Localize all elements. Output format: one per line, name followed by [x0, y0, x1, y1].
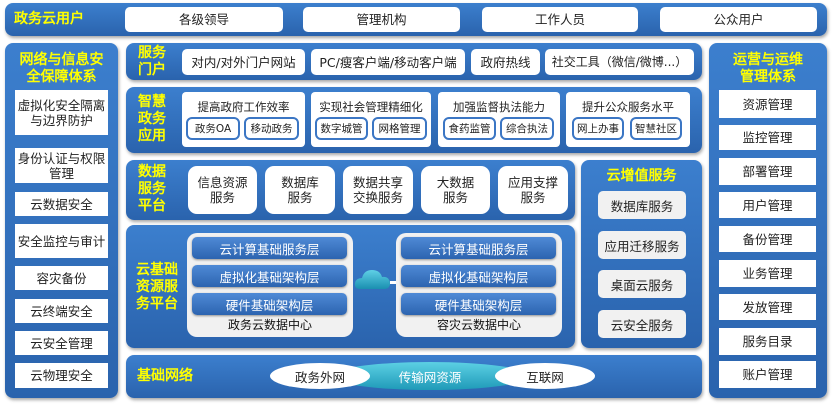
security-item: 云终端安全: [15, 299, 108, 323]
ops-item: 用户管理: [719, 192, 816, 218]
smart-group: 提高政府工作效率 政务OA 移动政务: [182, 92, 305, 147]
smart-gov-title: 智慧 政务 应用: [132, 94, 172, 145]
network-title: 基础网络: [137, 368, 193, 384]
data-title-line: 服务: [138, 181, 166, 197]
ops-item: 监控管理: [719, 125, 816, 150]
smart-title-line: 智慧: [138, 94, 166, 110]
layer-cloud-service: 云计算基础服务层: [401, 237, 556, 259]
dr-datacenter: 云计算基础服务层 虚拟化基础架构层 硬件基础架构层 容灾云数据中心: [396, 233, 562, 337]
datacenter-caption: 容灾云数据中心: [436, 318, 521, 332]
internet-cloud: 互联网: [495, 363, 595, 389]
smart-app: 网格管理: [372, 117, 427, 140]
gov-extranet-cloud: 政务外网: [270, 363, 370, 389]
portal-item: PC/瘦客户端/移动客户端: [311, 49, 465, 75]
value-added-item: 数据库服务: [598, 191, 686, 219]
value-added-item: 云安全服务: [598, 310, 686, 338]
value-added-title: 云增值服务: [606, 168, 677, 184]
value-added-item: 应用迁移服务: [598, 231, 686, 259]
ops-item: 服务目录: [719, 328, 816, 355]
infra-title-line: 资源服: [136, 279, 178, 295]
ops-item: 业务管理: [719, 260, 816, 287]
smart-group: 提升公众服务水平 网上办事 智慧社区: [566, 92, 690, 147]
data-title-line: 平台: [138, 198, 166, 214]
security-item: 安全监控与审计: [15, 224, 108, 258]
user-staff: 工作人员: [482, 7, 638, 32]
smart-app: 网上办事: [572, 117, 624, 140]
smart-app: 智慧社区: [630, 117, 682, 140]
users-title: 政务云用户: [14, 11, 84, 27]
smart-group-title: 提高政府工作效率: [197, 100, 290, 114]
ops-item: 部署管理: [719, 158, 816, 185]
smart-group-title: 提升公众服务水平: [582, 100, 674, 114]
security-item: 云安全管理: [15, 331, 108, 355]
layer-virtualization: 虚拟化基础架构层: [192, 265, 347, 287]
value-added-item: 桌面云服务: [598, 270, 686, 298]
smart-app: 数字城管: [315, 117, 368, 140]
ops-item: 资源管理: [719, 90, 816, 118]
data-service: 信息资源服务: [188, 166, 257, 214]
layer-cloud-service: 云计算基础服务层: [192, 237, 347, 259]
security-item: 云物理安全: [15, 363, 108, 388]
smart-app: 食药监管: [443, 117, 496, 140]
ops-title: 运营与运维 管理体系: [709, 52, 827, 86]
smart-group-title: 加强监督执法能力: [453, 100, 545, 114]
smart-title-line: 政务: [138, 111, 166, 127]
user-public: 公众用户: [660, 7, 817, 32]
smart-app: 移动政务: [244, 117, 299, 140]
security-title-line: 网络与信息安: [19, 52, 104, 68]
data-platform-title: 数据 服务 平台: [132, 164, 172, 215]
smart-group-title: 实现社会管理精细化: [319, 100, 423, 114]
smart-app: 政务OA: [186, 117, 240, 140]
infra-title: 云基础 资源服 务平台: [132, 262, 182, 313]
data-service: 大数据服务: [421, 166, 490, 214]
portal-title-line: 门户: [138, 62, 166, 78]
security-item: 身份认证与权限管理: [15, 148, 108, 183]
security-title: 网络与信息安 全保障体系: [5, 52, 118, 86]
smart-group: 实现社会管理精细化 数字城管 网格管理: [311, 92, 431, 147]
ops-title-line: 管理体系: [740, 69, 796, 85]
layer-hardware: 硬件基础架构层: [192, 293, 347, 315]
portal-title: 服务 门户: [132, 45, 172, 79]
data-service: 数据共享交换服务: [343, 166, 413, 214]
user-leaders: 各级领导: [125, 7, 283, 32]
infra-title-line: 云基础: [136, 262, 178, 278]
ops-title-line: 运营与运维: [733, 52, 803, 68]
portal-item: 政府热线: [471, 49, 540, 75]
security-item: 容灾备份: [15, 266, 108, 290]
primary-datacenter: 云计算基础服务层 虚拟化基础架构层 硬件基础架构层 政务云数据中心: [187, 233, 353, 337]
data-service: 数据库服务: [265, 166, 335, 214]
ops-item: 备份管理: [719, 226, 816, 252]
portal-item: 社交工具（微信/微博...）: [545, 49, 694, 75]
ops-item: 发放管理: [719, 294, 816, 320]
ops-item: 账户管理: [719, 361, 816, 388]
layer-virtualization: 虚拟化基础架构层: [401, 265, 556, 287]
infra-title-line: 务平台: [136, 296, 178, 312]
portal-item: 对内/对外门户网站: [182, 49, 305, 75]
security-item: 云数据安全: [15, 192, 108, 216]
user-agencies: 管理机构: [303, 7, 460, 32]
data-title-line: 数据: [138, 164, 166, 180]
security-item: 虚拟化安全隔离与边界防护: [15, 90, 108, 135]
data-service: 应用支撑服务: [498, 166, 568, 214]
portal-title-line: 服务: [138, 45, 166, 61]
datacenter-caption: 政务云数据中心: [227, 318, 312, 332]
smart-title-line: 应用: [138, 128, 166, 144]
cloud-icon: [354, 270, 396, 289]
security-title-line: 全保障体系: [26, 69, 97, 85]
smart-app: 综合执法: [500, 117, 554, 140]
layer-hardware: 硬件基础架构层: [401, 293, 556, 315]
smart-group: 加强监督执法能力 食药监管 综合执法: [438, 92, 560, 147]
